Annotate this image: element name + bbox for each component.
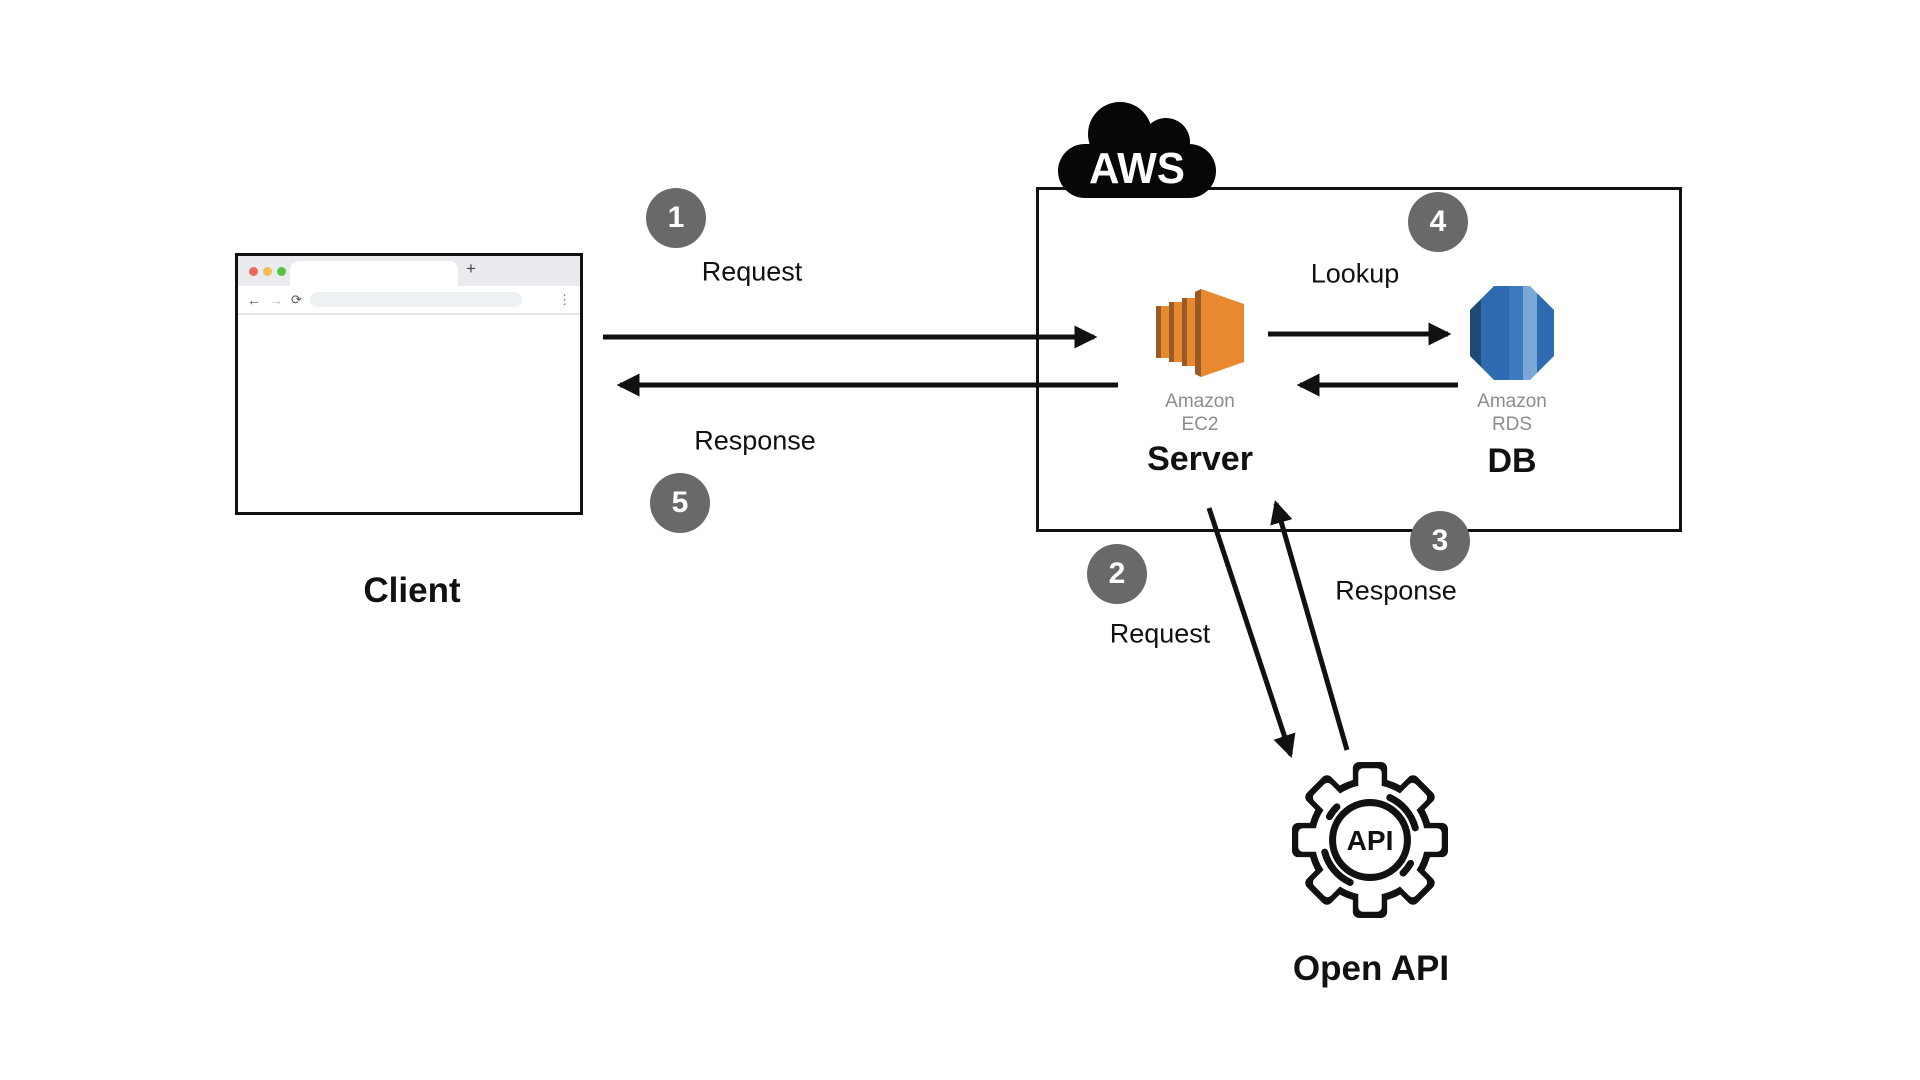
reload-icon[interactable]: ⟳	[291, 291, 302, 307]
amazon-ec2-icon	[1156, 289, 1244, 377]
browser-menu-icon[interactable]: ⋮	[558, 291, 571, 307]
ec2-caption: Amazon EC2	[1100, 390, 1300, 436]
step-3-badge: 3	[1410, 511, 1470, 571]
step-5-badge: 5	[650, 473, 710, 533]
step-5-label: Response	[694, 425, 816, 456]
db-label: DB	[1487, 442, 1537, 480]
rds-caption: Amazon RDS	[1412, 390, 1612, 436]
back-icon[interactable]: ←	[247, 291, 261, 308]
client-label: Client	[363, 571, 461, 610]
close-window-icon[interactable]	[249, 266, 258, 276]
step-3-label: Response	[1335, 575, 1457, 606]
ec2-product: EC2	[1181, 414, 1219, 435]
browser-active-tab[interactable]	[290, 261, 458, 286]
maximize-window-icon[interactable]	[277, 266, 286, 276]
step-4-badge: 4	[1408, 192, 1468, 252]
step-1-badge: 1	[646, 188, 706, 248]
api-gear-text: API	[1347, 825, 1394, 856]
browser-nav-bar: ← → ⟳ ⋮	[238, 286, 580, 315]
aws-cloud-icon: AWS	[1058, 102, 1216, 198]
aws-cloud-label: AWS	[1089, 144, 1185, 193]
minimize-window-icon[interactable]	[263, 266, 272, 276]
amazon-rds-icon	[1470, 286, 1554, 380]
aws-boundary-box	[1036, 187, 1682, 532]
ec2-vendor: Amazon	[1165, 391, 1235, 412]
window-controls	[249, 256, 286, 286]
browser-tab-bar: +	[238, 256, 580, 286]
step-2-badge: 2	[1087, 544, 1147, 604]
forward-icon[interactable]: →	[269, 291, 283, 308]
arrow-api-response	[1270, 500, 1350, 751]
open-api-label: Open API	[1292, 949, 1450, 988]
rds-vendor: Amazon	[1477, 391, 1547, 412]
client-browser-window: + ← → ⟳ ⋮	[235, 253, 583, 515]
step-1-label: Request	[701, 256, 803, 287]
address-bar[interactable]	[309, 292, 522, 307]
open-api-gear-icon: API	[1292, 762, 1448, 918]
step-2-label: Request	[1109, 618, 1211, 649]
new-tab-button[interactable]: +	[466, 259, 476, 278]
step-4-label: Lookup	[1310, 258, 1400, 289]
arrow-api-request	[1206, 507, 1296, 758]
server-label: Server	[1147, 440, 1253, 478]
rds-product: RDS	[1491, 414, 1533, 435]
